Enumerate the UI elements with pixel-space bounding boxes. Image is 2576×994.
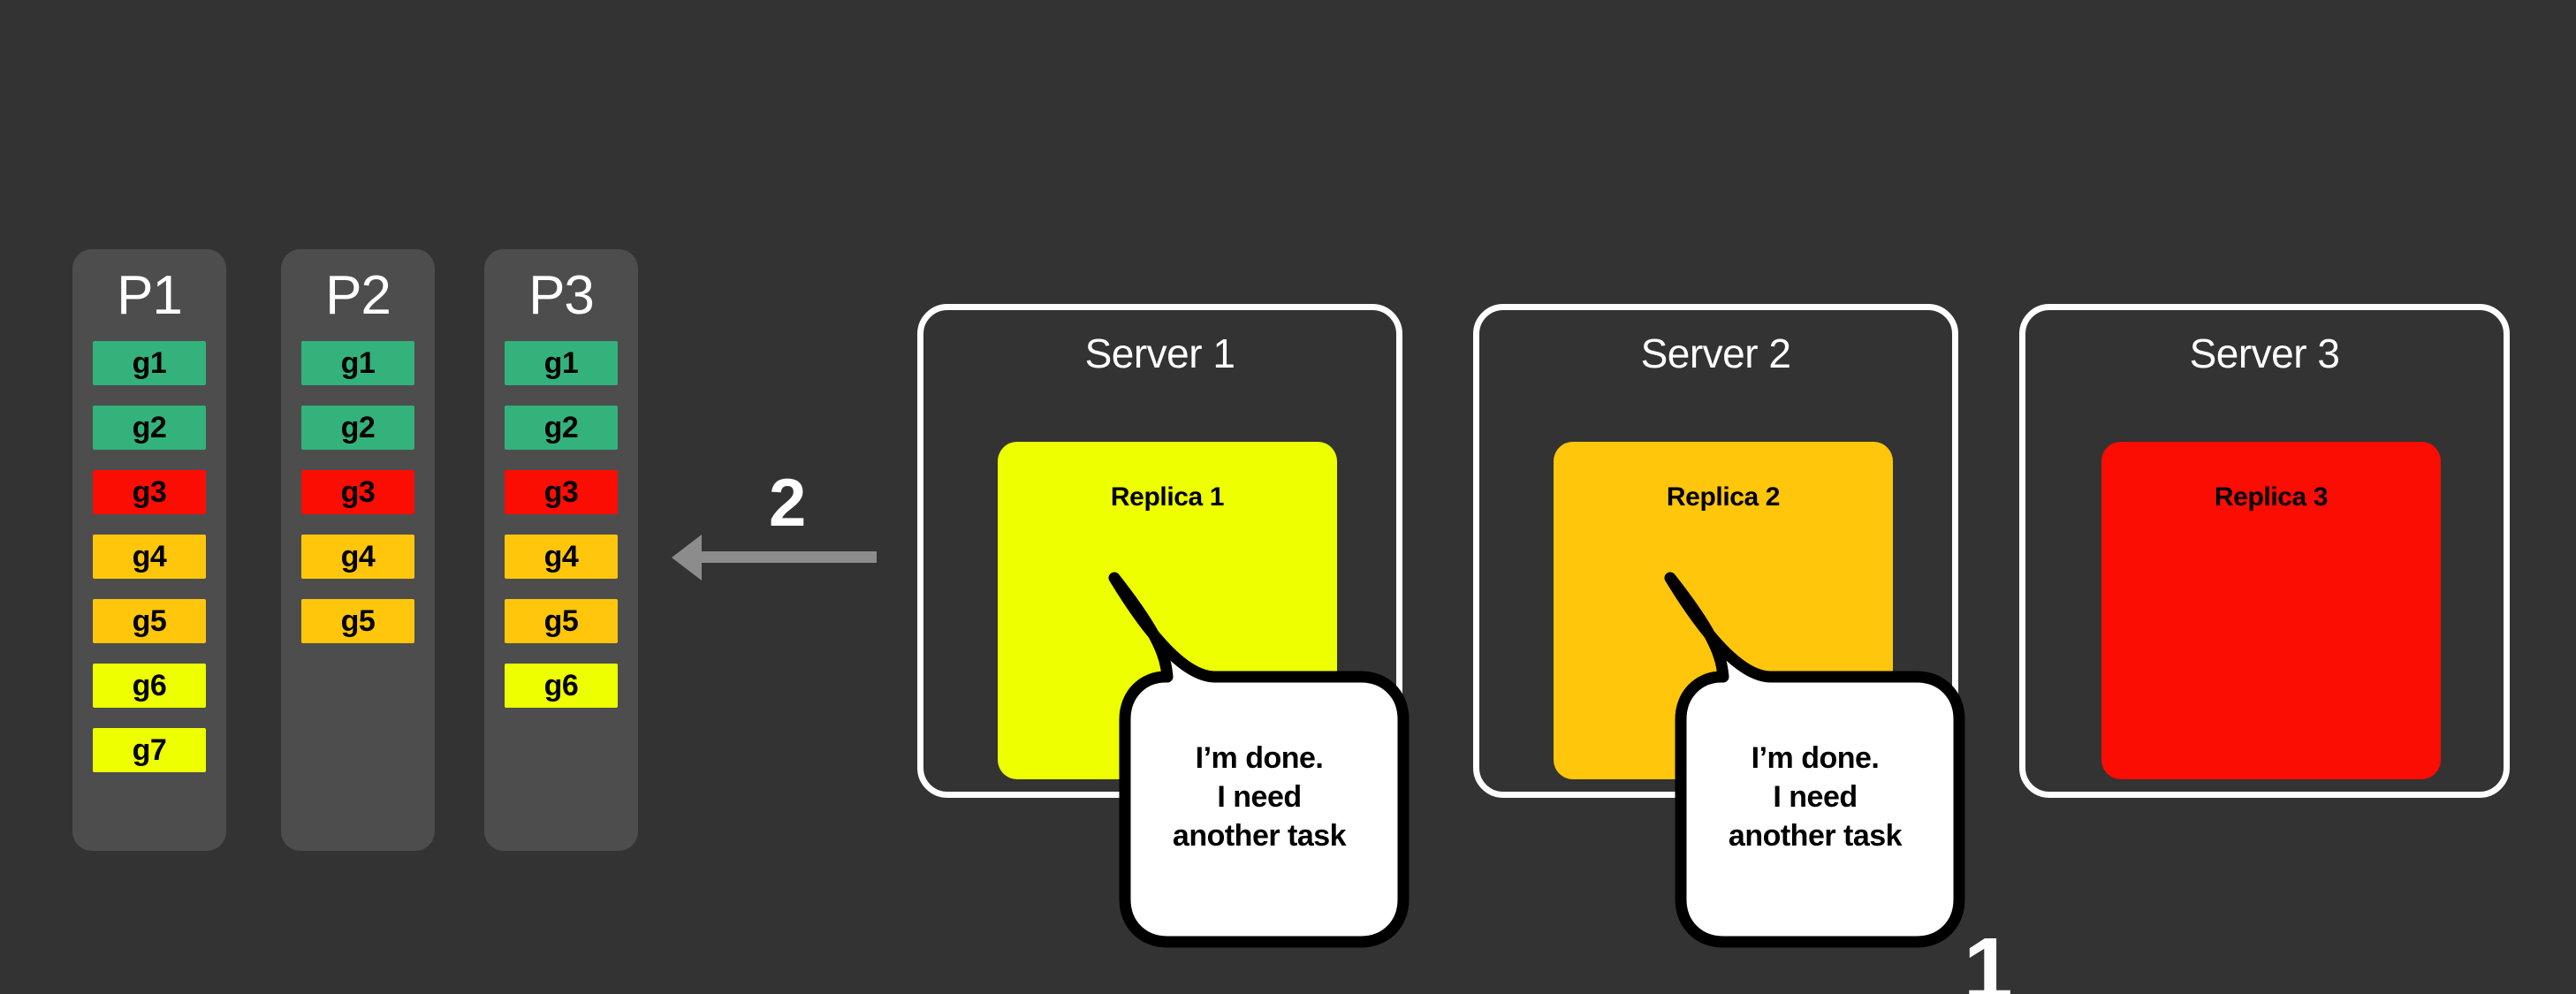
- partition-column-p1: P1 g1 g2 g3 g4 g5 g6 g7: [72, 249, 226, 851]
- partition-title-p1: P1: [117, 265, 183, 326]
- replica-label-3: Replica 3: [2214, 482, 2329, 512]
- replica-label-2: Replica 2: [1666, 482, 1781, 512]
- partition-block: g5: [93, 599, 206, 643]
- partition-block: g1: [301, 341, 414, 385]
- partition-column-p3: P3 g1 g2 g3 g4 g5 g6: [484, 249, 638, 851]
- server-title-1: Server 1: [1084, 330, 1235, 376]
- arrow-head-left-icon: [672, 535, 702, 580]
- partition-blocks-p1: g1 g2 g3 g4 g5 g6 g7: [93, 341, 206, 793]
- server-box-3: Server 3 Replica 3: [2019, 304, 2510, 798]
- partition-block: g3: [505, 470, 618, 514]
- partition-block: g7: [93, 728, 206, 772]
- server-title-3: Server 3: [2189, 330, 2340, 376]
- replica-label-1: Replica 1: [1110, 482, 1225, 512]
- speech-bubble-server-2: I’m done. I need another task: [1664, 572, 1965, 948]
- step-number-2: 2: [769, 466, 807, 541]
- partition-title-p3: P3: [528, 265, 595, 326]
- partition-block: g6: [93, 664, 206, 708]
- replica-box-3: Replica 3: [2101, 442, 2441, 779]
- server-title-2: Server 2: [1640, 330, 1791, 376]
- partition-blocks-p3: g1 g2 g3 g4 g5 g6: [505, 341, 618, 728]
- partition-block: g2: [505, 406, 618, 450]
- partition-block: g1: [505, 341, 618, 385]
- partition-blocks-p2: g1 g2 g3 g4 g5: [301, 341, 414, 664]
- partition-block: g3: [93, 470, 206, 514]
- step-number-1: 1: [1964, 920, 2013, 994]
- speech-bubble-shape-1: [1108, 572, 1410, 948]
- reassignment-arrow-group: 2: [672, 470, 884, 592]
- speech-bubble-server-1: I’m done. I need another task: [1108, 572, 1410, 948]
- arrow-line: [700, 551, 877, 563]
- partition-block: g4: [505, 535, 618, 579]
- partition-block: g5: [505, 599, 618, 643]
- partition-block: g5: [301, 599, 414, 643]
- partition-block: g6: [505, 664, 618, 708]
- speech-bubble-text-2: I’m done. I need another task: [1728, 741, 1903, 853]
- partition-block: g3: [301, 470, 414, 514]
- partition-block: g4: [93, 535, 206, 579]
- partition-block: g1: [93, 341, 206, 385]
- partition-block: g2: [93, 406, 206, 450]
- partition-column-p2: P2 g1 g2 g3 g4 g5: [281, 249, 435, 851]
- speech-bubble-shape-2: [1664, 572, 1965, 948]
- partition-block: g2: [301, 406, 414, 450]
- partition-block: g4: [301, 535, 414, 579]
- speech-bubble-text-1: I’m done. I need another task: [1172, 741, 1347, 853]
- partition-title-p2: P2: [325, 265, 391, 326]
